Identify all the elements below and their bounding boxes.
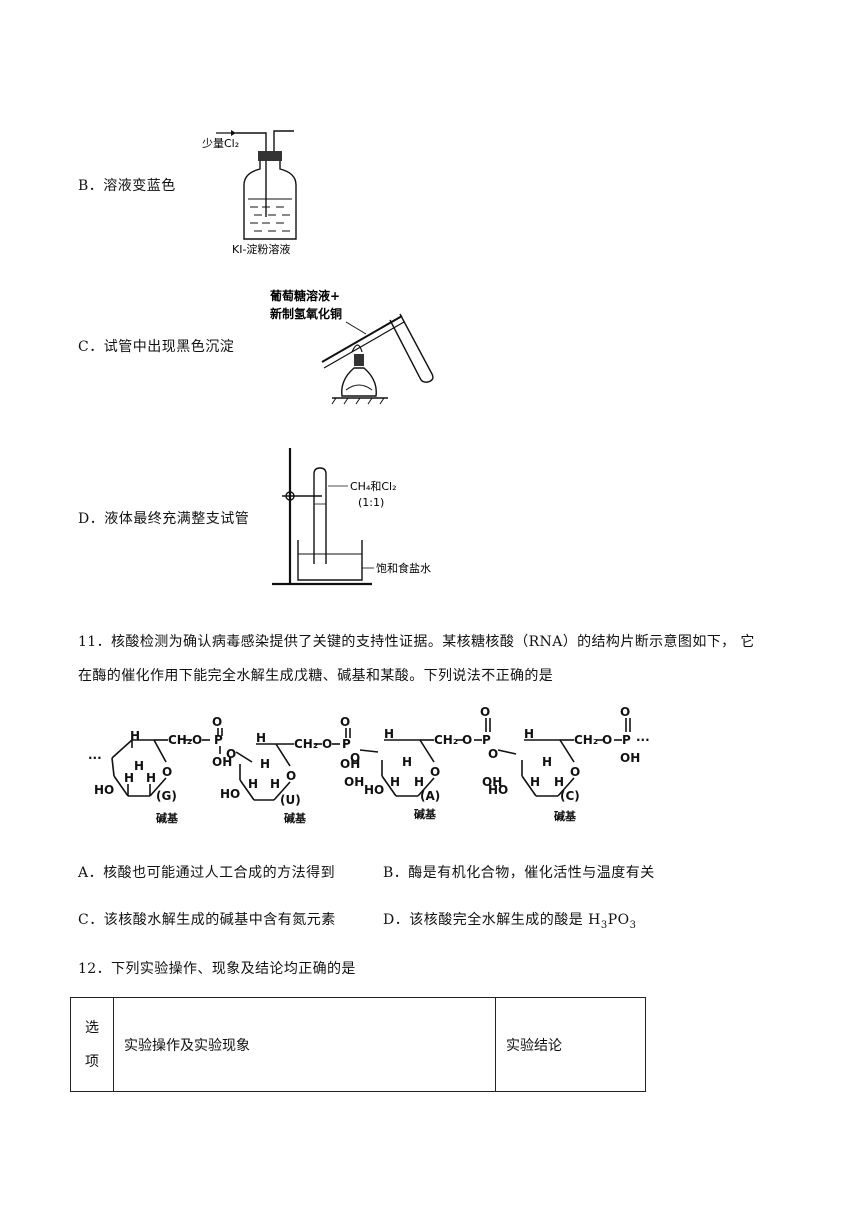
svg-text:O: O (192, 733, 202, 747)
svg-text:O: O (212, 715, 222, 729)
svg-text:H: H (542, 755, 552, 769)
ratio-label: (1:1) (358, 496, 384, 509)
header-conclusion: 实验结论 (495, 997, 646, 1092)
svg-text:H: H (248, 777, 258, 791)
svg-text:H: H (524, 727, 534, 741)
substitution-reaction-figure: CH₄和Cl₂ (1:1) 饱和食盐水 (272, 448, 431, 586)
svg-text:HO: HO (364, 783, 384, 797)
svg-text:OH: OH (340, 757, 360, 771)
q11-option-a: A．核酸也可能通过人工合成的方法得到 (78, 865, 336, 881)
svg-text:O: O (602, 733, 612, 747)
svg-text:HO: HO (94, 783, 114, 797)
chain-dots-right: ··· (636, 733, 650, 747)
svg-text:H: H (530, 775, 540, 789)
svg-text:O: O (322, 737, 332, 751)
base-a: (A) (420, 789, 440, 803)
q11-option-b: B．酶是有机化合物，催化活性与温度有关 (383, 865, 655, 881)
svg-text:HO: HO (488, 783, 508, 797)
svg-text:P: P (214, 733, 223, 747)
base-caption: 碱基 (156, 811, 179, 825)
svg-text:O: O (286, 769, 296, 783)
svg-text:P: P (482, 733, 491, 747)
reagent-label-1: 葡萄糖溶液+ (269, 288, 340, 303)
option-d-text: D．液体最终充满整支试管 (78, 511, 250, 527)
option-c-text: C．试管中出现黑色沉淀 (78, 339, 235, 355)
svg-text:O: O (462, 733, 472, 747)
svg-text:OH: OH (212, 755, 232, 769)
q12-stem: 12．下列实验操作、现象及结论均正确的是 (78, 961, 356, 977)
svg-text:H: H (260, 757, 270, 771)
svg-text:CH₂: CH₂ (434, 733, 458, 747)
table-header-row: 选 项 实验操作及实验现象 实验结论 (70, 997, 646, 1092)
header-operation: 实验操作及实验现象 (113, 997, 496, 1092)
svg-text:O: O (570, 765, 580, 779)
svg-text:H: H (134, 759, 144, 773)
base-u: (U) (280, 793, 301, 807)
solution-label: KI-淀粉溶液 (232, 242, 290, 256)
svg-text:H: H (402, 755, 412, 769)
q11-stem-line2: 在酶的催化作用下能完全水解生成戊糖、碱基和某酸。下列说法不正确的是 (78, 668, 554, 684)
svg-text:CH₂: CH₂ (294, 737, 318, 751)
rna-structure-figure: ··· H H O CH₂ O O P OH O HO H H (G) 碱基 H… (88, 706, 650, 825)
header-option: 选 项 (70, 997, 114, 1092)
svg-text:H: H (270, 777, 280, 791)
gas-label: 少量Cl₂ (202, 137, 239, 150)
svg-text:O: O (162, 765, 172, 779)
svg-text:O: O (430, 765, 440, 779)
svg-text:OH: OH (620, 751, 640, 765)
svg-text:H: H (124, 771, 134, 785)
svg-text:CH₂: CH₂ (168, 733, 192, 747)
svg-text:碱基: 碱基 (284, 811, 307, 825)
test-tube-heating-figure: 葡萄糖溶液+ 新制氢氧化铜 (269, 288, 434, 405)
q11-option-d: D．该核酸完全水解生成的酸是 H3PO3 (383, 912, 637, 931)
svg-text:P: P (622, 733, 631, 747)
option-b-text: B．溶液变蓝色 (78, 178, 176, 194)
gas-mixture-label: CH₄和Cl₂ (350, 480, 397, 493)
svg-text:O: O (340, 715, 350, 729)
svg-text:O: O (226, 747, 236, 761)
svg-text:O: O (350, 751, 360, 765)
svg-text:OH: OH (344, 775, 364, 789)
q11-stem-line1: 11．核酸检测为确认病毒感染提供了关键的支持性证据。某核糖核酸（RNA）的结构片… (78, 634, 755, 650)
svg-text:H: H (146, 771, 156, 785)
svg-text:H: H (414, 775, 424, 789)
q12-table: 选 项 实验操作及实验现象 实验结论 (70, 997, 646, 1092)
base-c: (C) (560, 789, 580, 803)
svg-text:OH: OH (482, 775, 502, 789)
svg-text:碱基: 碱基 (414, 807, 437, 821)
svg-text:HO: HO (220, 787, 240, 801)
svg-text:H: H (256, 731, 266, 745)
svg-text:碱基: 碱基 (554, 809, 577, 823)
svg-text:O: O (620, 706, 630, 719)
svg-text:O: O (488, 747, 498, 761)
reagent-label-2: 新制氢氧化铜 (270, 306, 342, 321)
svg-text:H: H (554, 775, 564, 789)
base-g: (G) (156, 789, 177, 803)
svg-text:P: P (342, 737, 351, 751)
q11-option-c: C．该核酸水解生成的碱基中含有氮元素 (78, 912, 336, 928)
svg-text:CH₂: CH₂ (574, 733, 598, 747)
brine-label: 饱和食盐水 (376, 561, 431, 575)
svg-text:H: H (390, 775, 400, 789)
gas-bottle-figure: 少量Cl₂ KI-淀粉溶液 (202, 130, 297, 256)
svg-text:O: O (480, 706, 490, 719)
svg-text:H: H (130, 729, 140, 743)
chain-dots-left: ··· (88, 751, 102, 765)
svg-text:H: H (384, 727, 394, 741)
